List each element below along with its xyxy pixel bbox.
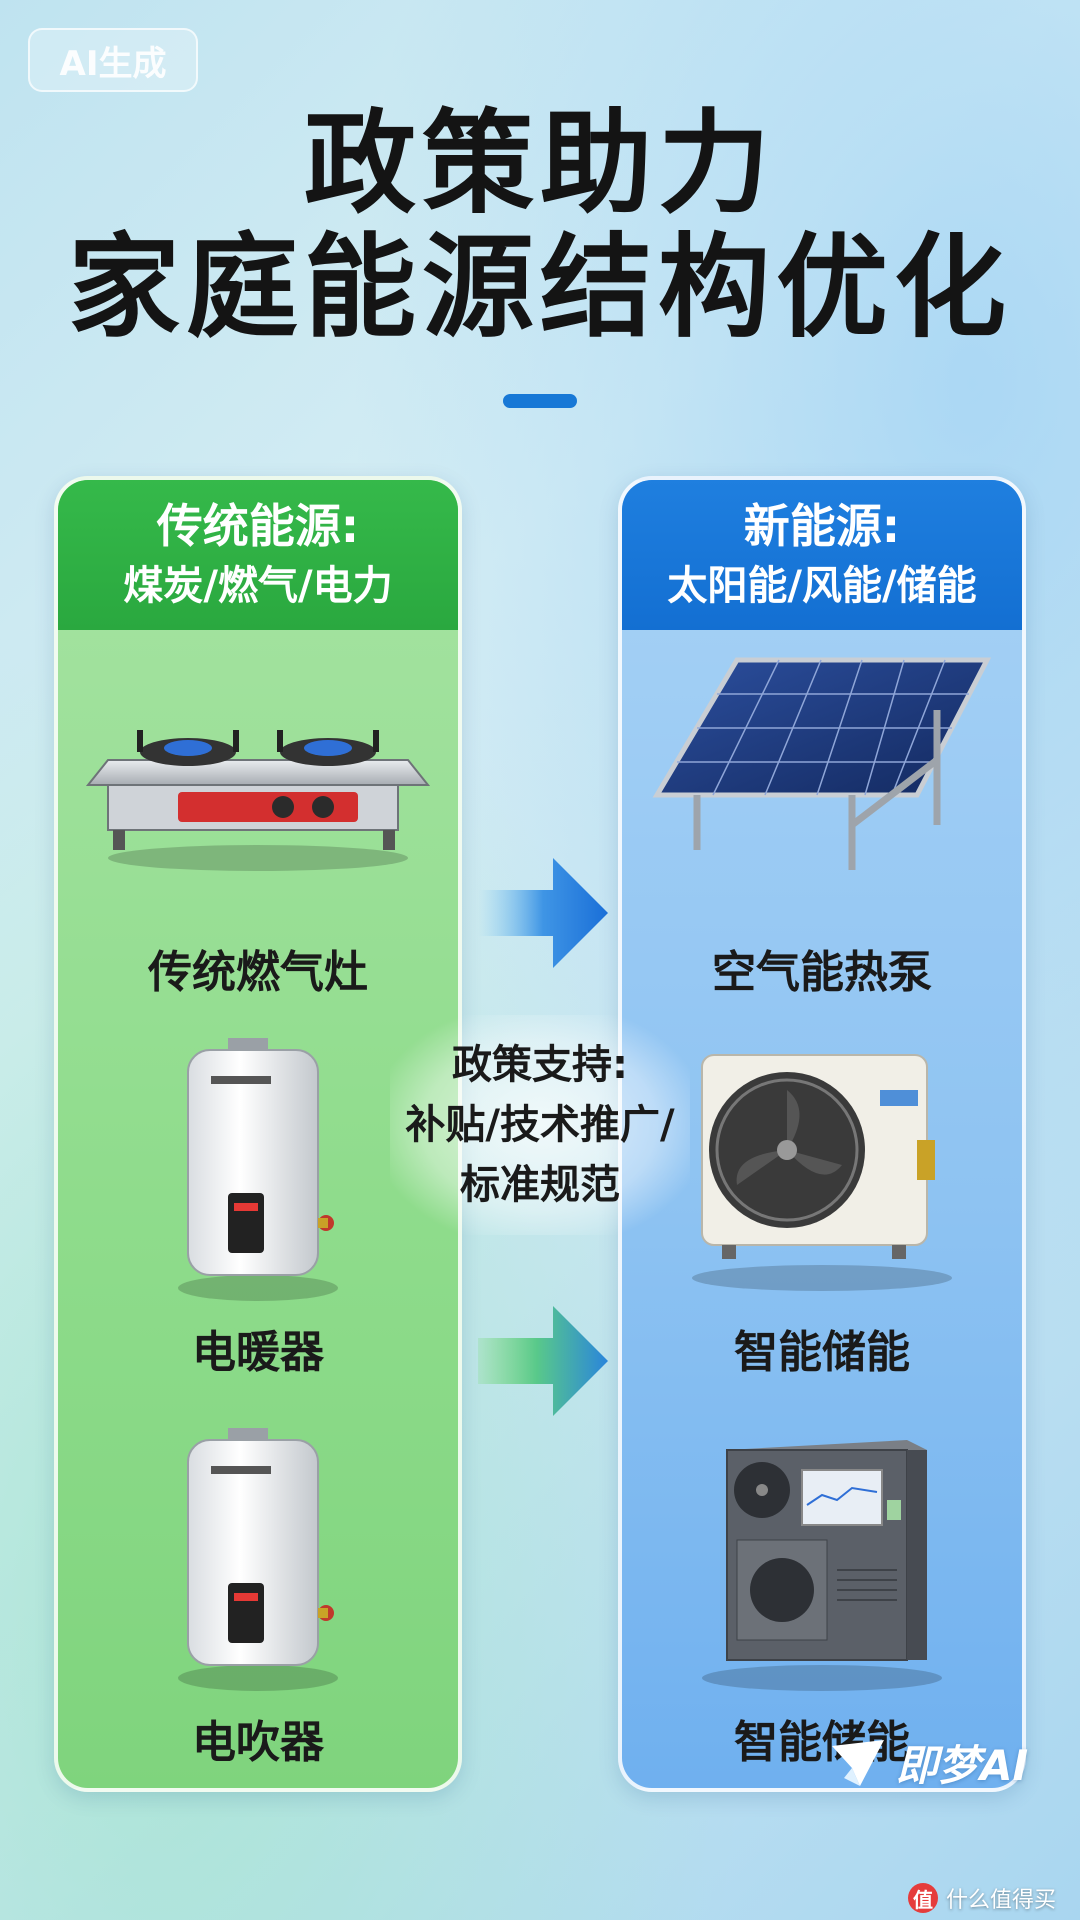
list-item: 电吹器: [58, 1420, 458, 1788]
site-logo-icon: 值: [907, 1883, 938, 1913]
gas-stove-icon: [85, 730, 431, 850]
energy-storage-cabinet-icon: [726, 1440, 927, 1661]
item-label: 电吹器: [192, 1717, 324, 1768]
title-underline: [503, 394, 577, 408]
policy-support-callout: 政策支持: 补贴/技术推广/ 标准规范: [390, 1015, 690, 1235]
page-title-line1: 政策助力: [304, 99, 776, 229]
item-label: 空气能热泵: [712, 947, 932, 998]
new-energy-header: 新能源: 太阳能/风能/储能: [622, 480, 1022, 630]
item-label: 智能储能: [734, 1327, 910, 1378]
brand-name: 即梦AI: [896, 1741, 1029, 1790]
arrow-right-icon: [478, 858, 608, 968]
new-energy-panel: 新能源: 太阳能/风能/储能: [618, 476, 1026, 1792]
item-label: 电暖器: [192, 1327, 324, 1378]
traditional-energy-heading: 传统能源:: [156, 499, 360, 553]
traditional-energy-subheading: 煤炭/燃气/电力: [123, 563, 393, 609]
policy-line3: 标准规范: [460, 1162, 620, 1208]
traditional-energy-header: 传统能源: 煤炭/燃气/电力: [58, 480, 458, 630]
site-footer: 值 什么值得买: [907, 1882, 1056, 1914]
arrow-right-icon: [478, 1306, 608, 1416]
water-heater-icon: [187, 1038, 334, 1276]
new-energy-subheading: 太阳能/风能/储能: [667, 563, 977, 609]
brand-mark-icon: [832, 1739, 884, 1786]
item-label: 传统燃气灶: [148, 947, 368, 998]
list-item: 智能储能: [622, 1030, 1022, 1410]
list-item: 空气能热泵: [622, 650, 1022, 1030]
brand-logo: 即梦AI: [830, 1732, 1028, 1793]
policy-line1: 政策支持:: [452, 1042, 628, 1088]
site-name: 什么值得买: [945, 1888, 1056, 1913]
list-item: 电暖器: [58, 1030, 458, 1410]
page-title-line2: 家庭能源结构优化: [68, 223, 1012, 353]
policy-line2: 补贴/技术推广/: [405, 1102, 675, 1148]
new-energy-heading: 新能源:: [743, 499, 901, 553]
water-heater-icon: [187, 1428, 334, 1666]
ai-generated-tag: AI生成: [28, 28, 198, 92]
air-source-unit-icon: [701, 1054, 935, 1259]
list-item: 传统燃气灶: [58, 650, 458, 1030]
solar-panel-icon: [652, 657, 992, 870]
